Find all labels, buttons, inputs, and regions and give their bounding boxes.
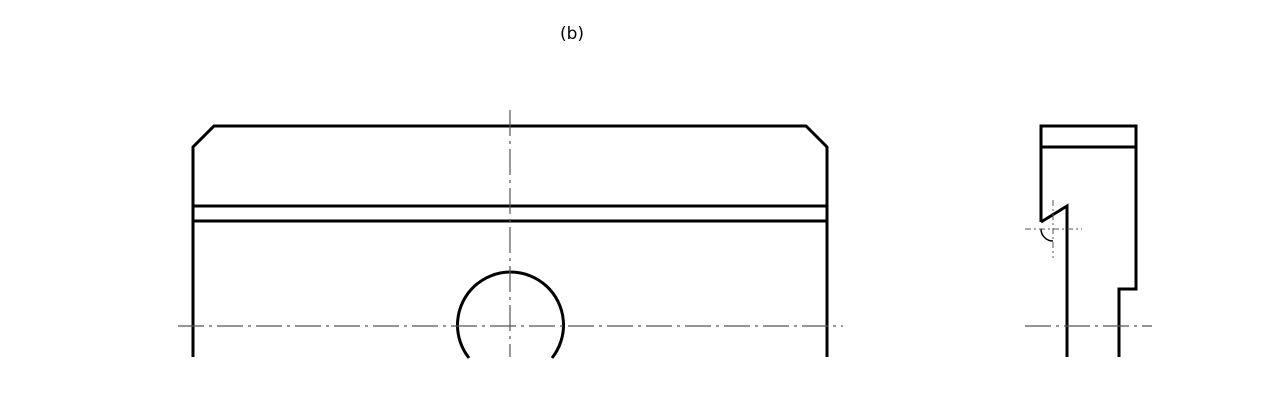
front-view [178, 110, 843, 359]
side-view-notch [1040, 203, 1069, 357]
side-view-outline [1039, 124, 1138, 357]
figure-label: (b) [559, 24, 585, 44]
side-view-hole-arc [1040, 228, 1054, 242]
side-view [1025, 124, 1152, 357]
